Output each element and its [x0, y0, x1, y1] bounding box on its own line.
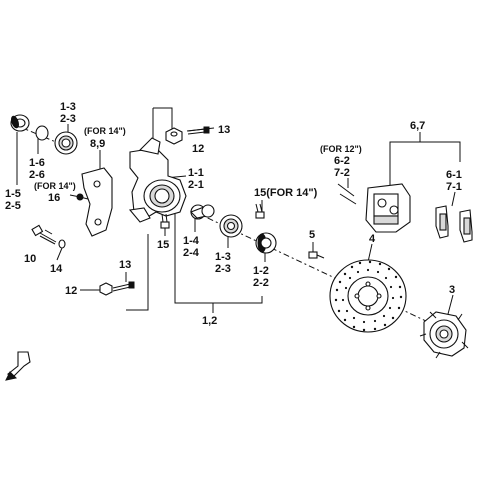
callout-for-12: (FOR 12"): [320, 144, 362, 154]
callout-4: 4: [369, 233, 376, 245]
callout-text: 6-2: [334, 155, 350, 167]
bolt-15-for14-part: [255, 203, 265, 219]
washer-14-part: [58, 239, 66, 249]
callout-text: 2-4: [183, 247, 200, 259]
callout-13-b: 13: [119, 259, 131, 271]
bearing-part: [54, 131, 78, 155]
callout-text: 2-2: [253, 277, 269, 289]
callout-text: 2-6: [29, 169, 45, 181]
callout-text: 7-1: [446, 181, 462, 193]
callout-text: 1-5: [5, 188, 21, 200]
callout-1-2: 1,2: [202, 315, 217, 327]
callout-text: 2-3: [60, 113, 76, 125]
callout-text: 1-3: [215, 251, 231, 263]
bolt-16-part: [76, 193, 89, 201]
spacer-part: [190, 204, 215, 220]
callout-10: 10: [24, 253, 36, 265]
wheel-hub-part: [419, 311, 469, 359]
nut-12-upper-part: [165, 127, 183, 145]
callout-text: 2-3: [215, 263, 231, 275]
callout-16: 16: [48, 192, 60, 204]
callout-text: 7-2: [334, 167, 350, 179]
callout-1-6-2-6: 1-6 2-6: [29, 157, 45, 181]
callout-14: 14: [50, 263, 63, 275]
seal-inner-part: [255, 232, 277, 254]
caliper-bracket-part: [81, 167, 113, 237]
callout-text: 2-5: [5, 200, 21, 212]
front-direction-arrow-icon: [5, 351, 31, 381]
snap-ring-part: [35, 125, 49, 141]
callout-1-5-2-5: 1-5 2-5: [5, 188, 21, 212]
callout-for-14-b: (FOR 14"): [34, 181, 76, 191]
callout-1-2-2-2: 1-2 2-2: [253, 265, 269, 289]
bolt-10-part: [31, 224, 57, 245]
bolt-13-lower-part: [112, 281, 135, 292]
callout-3: 3: [449, 284, 455, 296]
callout-text: 1-1: [188, 167, 204, 179]
callout-12-b: 12: [65, 285, 77, 297]
callout-6-2-7-2: 6-2 7-2: [334, 155, 350, 179]
callout-1-1-2-1: 1-1 2-1: [188, 167, 204, 191]
callout-1-4-2-4: 1-4 2-4: [183, 235, 200, 259]
brake-caliper-part: [365, 183, 411, 233]
callout-6-7: 6,7: [410, 120, 425, 132]
nut-12-lower-part: [99, 282, 113, 296]
callout-1-3-2-3-b: 1-3 2-3: [215, 251, 231, 275]
callout-text: 1-4: [183, 235, 200, 247]
callout-text: 1-6: [29, 157, 45, 169]
callout-8-9: 8,9: [90, 138, 105, 150]
bolt-5-part: [308, 251, 325, 259]
callout-13-a: 13: [218, 124, 230, 136]
bearing-inner-part: [219, 214, 243, 238]
brake-disc-part: [329, 259, 407, 333]
callout-text: 1-2: [253, 265, 269, 277]
callout-for-14-a: (FOR 14"): [84, 126, 126, 136]
callout-5: 5: [309, 229, 315, 241]
knuckle-part: [128, 137, 187, 223]
callout-text: 1-3: [60, 101, 76, 113]
brake-pads-part: [435, 205, 473, 243]
bolt-13-upper-part: [187, 126, 210, 135]
outer-seal-part: [10, 114, 30, 132]
callout-15-for-14: 15(FOR 14"): [254, 187, 318, 199]
callout-text: 2-1: [188, 179, 204, 191]
callout-1-3-2-3-a: 1-3 2-3: [60, 101, 76, 125]
callout-text: 6-1: [446, 169, 462, 181]
callout-12-a: 12: [192, 143, 204, 155]
callout-6-1-7-1: 6-1 7-1: [446, 169, 462, 193]
bolt-15-part: [160, 213, 170, 229]
caliper-pins-part: [337, 183, 357, 205]
callout-15: 15: [157, 239, 169, 251]
